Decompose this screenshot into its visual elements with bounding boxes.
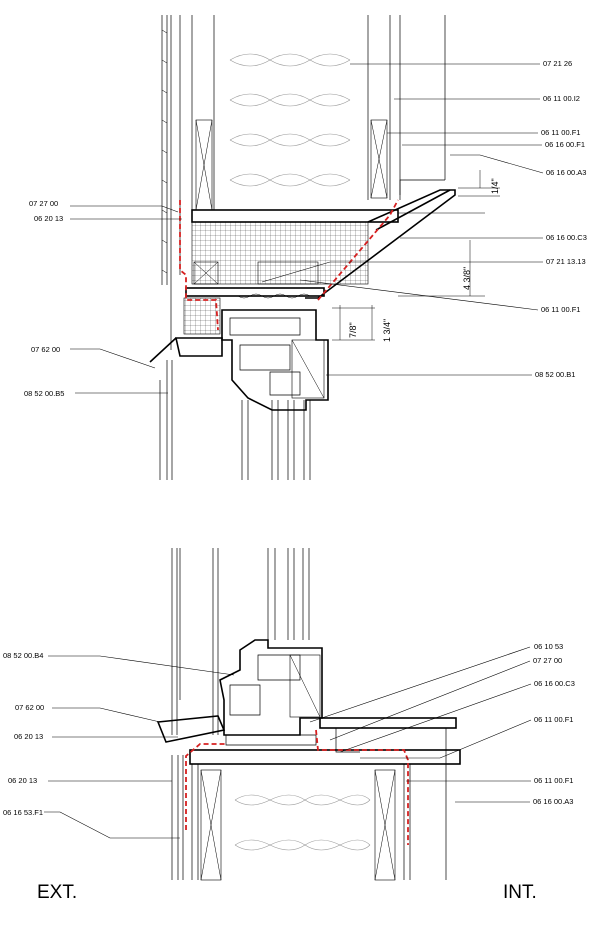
interior-label: INT.: [503, 882, 537, 903]
label-sill-r0: 06 10 53: [534, 642, 563, 651]
label-sill-l4: 06 16 53.F1: [3, 808, 43, 817]
header-beam: [183, 179, 456, 335]
label-head-r7: 06 11 00.F1: [541, 305, 580, 314]
label-sill-r3: 06 11 00.F1: [534, 715, 573, 724]
glazing-sill: [267, 548, 310, 640]
label-head-l2: 07 62 00: [31, 345, 60, 354]
sill-membrane-line: [185, 729, 409, 845]
sill-wall-lines: [171, 548, 219, 880]
label-head-l3: 08 52 00.B5: [24, 389, 64, 398]
window-head-frame: [149, 309, 329, 411]
label-head-r2: 06 11 00.F1: [541, 128, 580, 137]
label-head-r4: 06 16 00.A3: [546, 168, 586, 177]
label-sill-r1: 07 27 00: [533, 656, 562, 665]
label-sill-r5: 06 16 00.A3: [533, 797, 573, 806]
label-head-r5: 06 16 00.C3: [546, 233, 587, 242]
glazing-head: [241, 400, 311, 480]
wall-framing: [191, 15, 446, 211]
rough-sill: [189, 728, 461, 881]
label-head-r0: 07 21 26: [543, 59, 572, 68]
label-head-r6: 07 21 13.13: [546, 257, 586, 266]
label-head-l1: 06 20 13: [34, 214, 63, 223]
membrane-line: [179, 199, 399, 331]
label-sill-l2: 06 20 13: [14, 732, 43, 741]
label-head-r8: 08 52 00.B1: [535, 370, 575, 379]
label-head-l0: 07 27 00: [29, 199, 58, 208]
label-head-r1: 06 11 00.I2: [543, 94, 580, 103]
dim-1-3-4: 1 3/4": [382, 319, 392, 342]
window-sill-frame: [156, 639, 323, 746]
label-sill-l3: 06 20 13: [8, 776, 37, 785]
head-dimensions: [332, 170, 500, 341]
siding: [159, 15, 181, 480]
dim-4-3-8: 4 3/8": [462, 267, 472, 290]
dim-quarter: 1/4": [490, 178, 500, 194]
label-sill-l0: 08 52 00.B4: [3, 651, 43, 660]
sill-detail: 08 52 00.B4 07 62 00 06 20 13 06 20 13 0…: [3, 548, 575, 903]
label-sill-r4: 06 11 00.F1: [534, 776, 573, 785]
label-head-r3: 06 16 00.F1: [545, 140, 585, 149]
exterior-label: EXT.: [37, 882, 77, 903]
head-detail: 1/4" 4 3/8" 7/8" 1 3/4" 07 27 00 06 20 1…: [24, 15, 587, 480]
interior-stool: [319, 717, 457, 753]
dim-7-8: 7/8": [348, 322, 358, 338]
label-sill-r2: 06 16 00.C3: [534, 679, 575, 688]
label-sill-l1: 07 62 00: [15, 703, 44, 712]
